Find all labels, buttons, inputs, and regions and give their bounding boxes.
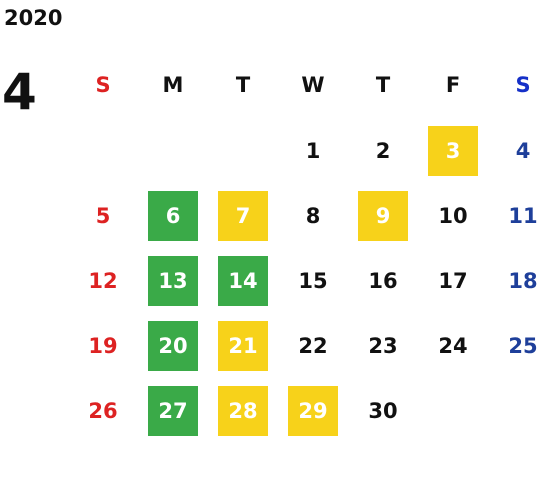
day-cell[interactable]: 12 — [88, 269, 118, 293]
weekday-header-mon: M — [162, 73, 184, 97]
day-cell-highlight-green[interactable]: 20 — [148, 321, 198, 371]
day-cell-highlight-yellow[interactable]: 3 — [428, 126, 478, 176]
day-cell-highlight-green[interactable]: 27 — [148, 386, 198, 436]
day-cell[interactable] — [218, 126, 268, 176]
day-cell[interactable] — [148, 126, 198, 176]
day-cell[interactable]: 5 — [95, 204, 111, 228]
weekday-header-wed: W — [301, 73, 325, 97]
day-cell[interactable]: 8 — [305, 204, 321, 228]
weekday-header-fri: F — [445, 73, 461, 97]
day-cell-highlight-yellow[interactable]: 28 — [218, 386, 268, 436]
day-cell[interactable]: 30 — [368, 399, 398, 423]
day-cell[interactable] — [78, 126, 128, 176]
day-cell-highlight-green[interactable]: 6 — [148, 191, 198, 241]
day-cell-highlight-green[interactable]: 13 — [148, 256, 198, 306]
day-cell[interactable]: 18 — [508, 269, 538, 293]
weekday-header-tue: T — [235, 73, 251, 97]
day-cell[interactable]: 25 — [508, 334, 538, 358]
day-cell[interactable] — [498, 386, 548, 436]
day-cell[interactable]: 15 — [298, 269, 328, 293]
day-cell[interactable]: 1 — [305, 139, 321, 163]
day-cell-highlight-green[interactable]: 14 — [218, 256, 268, 306]
day-cell[interactable]: 2 — [375, 139, 391, 163]
weekday-header-sat: S — [515, 73, 531, 97]
day-cell[interactable]: 11 — [508, 204, 538, 228]
day-cell-highlight-yellow[interactable]: 7 — [218, 191, 268, 241]
month-number: 4 — [2, 63, 37, 121]
day-cell[interactable]: 4 — [515, 139, 531, 163]
day-cell-highlight-yellow[interactable]: 29 — [288, 386, 338, 436]
year-label: 2020 — [4, 6, 63, 30]
day-cell[interactable] — [428, 386, 478, 436]
day-cell[interactable]: 17 — [438, 269, 468, 293]
day-cell-highlight-yellow[interactable]: 9 — [358, 191, 408, 241]
day-cell-highlight-yellow[interactable]: 21 — [218, 321, 268, 371]
day-cell[interactable]: 22 — [298, 334, 328, 358]
day-cell[interactable]: 16 — [368, 269, 398, 293]
day-cell[interactable]: 10 — [438, 204, 468, 228]
weekday-header-thu: T — [375, 73, 391, 97]
weekday-header-sun: S — [95, 73, 111, 97]
day-cell[interactable]: 19 — [88, 334, 118, 358]
day-cell[interactable]: 23 — [368, 334, 398, 358]
day-cell[interactable]: 26 — [88, 399, 118, 423]
day-cell[interactable]: 24 — [438, 334, 468, 358]
